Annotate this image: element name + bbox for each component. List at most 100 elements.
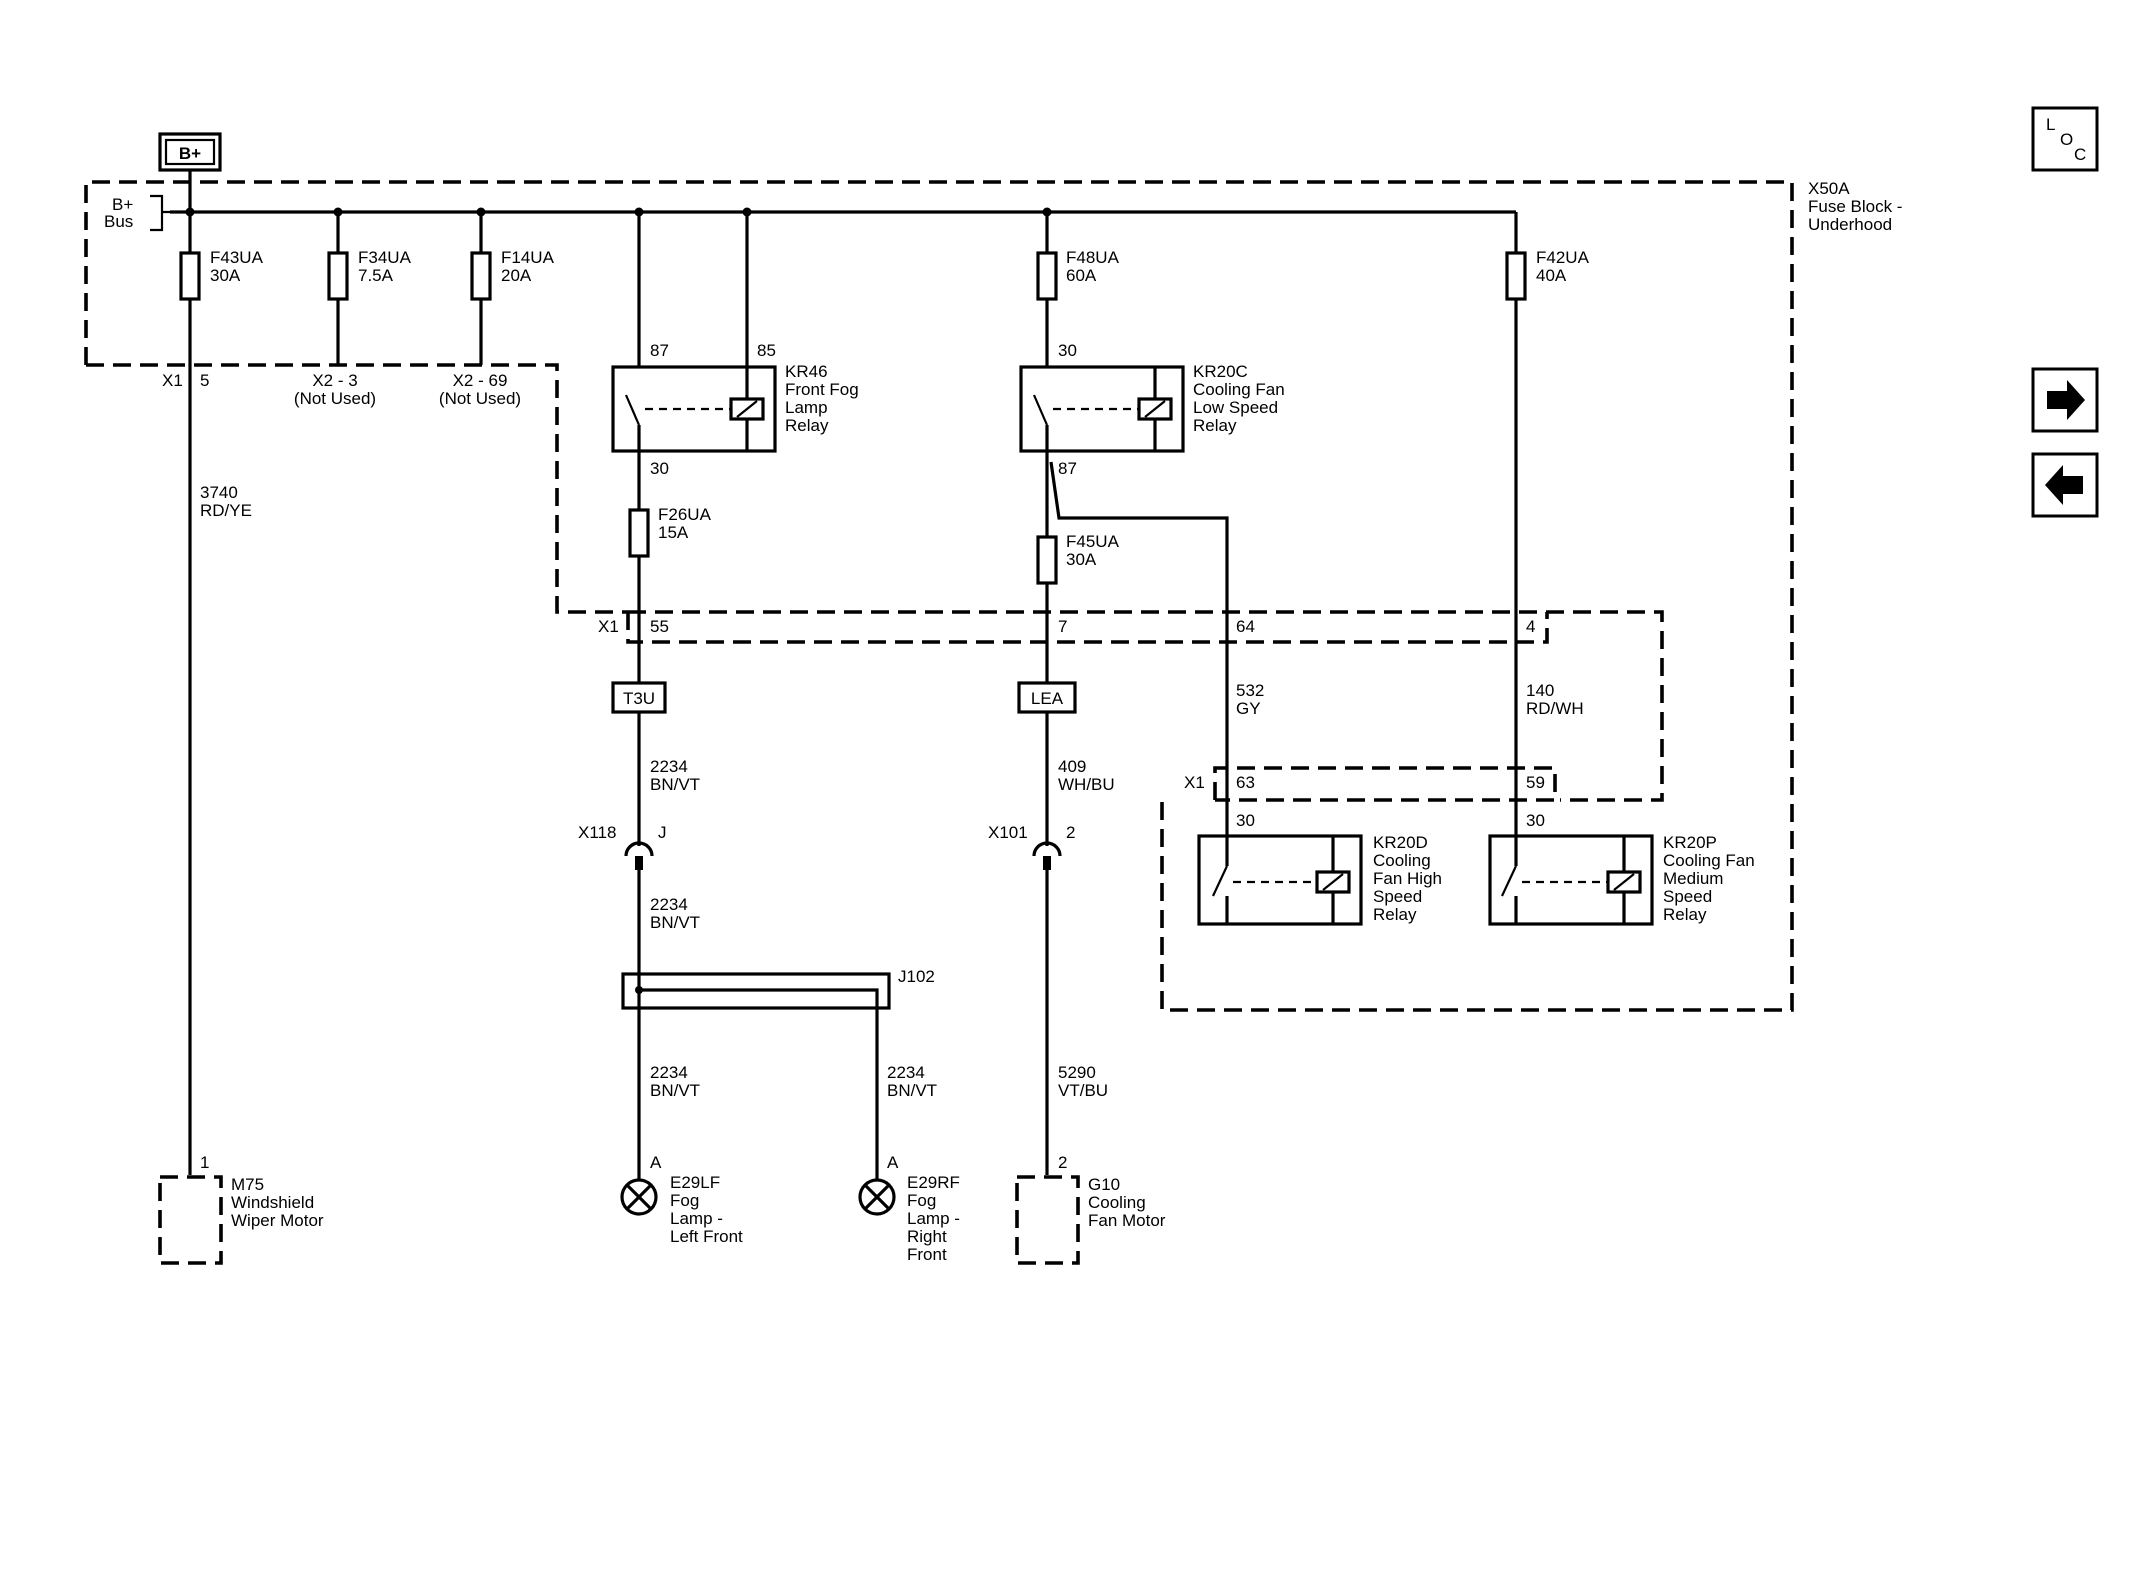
splice-j102	[621, 972, 891, 1180]
wire-3740-number: 3740	[200, 483, 238, 502]
diagram-label: X118	[578, 823, 616, 842]
relay-kr20p	[1488, 834, 1654, 926]
diagram-label: 5	[200, 371, 209, 390]
diagram-label: Relay	[1663, 905, 1707, 924]
diagram-label: KR20D	[1373, 833, 1428, 852]
fuse-f45ua	[1036, 535, 1058, 585]
diagram-label: 532	[1236, 681, 1264, 700]
diagram-label: C	[2074, 145, 2086, 164]
diagram-label: 7	[1058, 617, 1067, 636]
diagram-label: X1	[1184, 773, 1205, 792]
inline-label-lea: LEA	[1017, 681, 1077, 714]
diagram-label: (Not Used)	[439, 389, 521, 408]
diagram-label: F14UA	[501, 248, 555, 267]
previous-page-button[interactable]	[2031, 452, 2099, 518]
diagram-label: GY	[1236, 699, 1261, 718]
diagram-label: 30	[1526, 811, 1545, 830]
diagram-label: 64	[1236, 617, 1255, 636]
diagram-label: O	[2060, 130, 2073, 149]
diagram-label: T3U	[623, 689, 655, 708]
diagram-label: 2	[1058, 1153, 1067, 1172]
diagram-label: BN/VT	[650, 1081, 700, 1100]
wire-2234-number: 2234	[650, 757, 688, 776]
wire-segment	[1049, 461, 1229, 836]
fuse-block-outline	[84, 180, 1794, 1012]
diagram-label: 30A	[210, 266, 241, 285]
diagram-label: VT/BU	[1058, 1081, 1108, 1100]
diagram-label: F42UA	[1536, 248, 1590, 267]
arrow-left-icon	[2045, 465, 2083, 505]
diagram-label: B+	[112, 195, 133, 214]
diagram-label: Fog	[670, 1191, 699, 1210]
arrow-right-icon	[2047, 380, 2085, 420]
diagram-label: 409	[1058, 757, 1086, 776]
fuse-block-label: X50A	[1808, 179, 1850, 198]
diagram-label: Speed	[1663, 887, 1712, 906]
diagram-label: Lamp	[785, 398, 828, 417]
diagram-label: L	[2046, 115, 2055, 134]
diagram-label: Lamp -	[907, 1209, 960, 1228]
diagram-label: 20A	[501, 266, 532, 285]
next-page-button[interactable]	[2031, 367, 2099, 433]
relay-kr20c	[1019, 365, 1185, 453]
diagram-label: J	[658, 823, 667, 842]
diagram-label: 30	[1236, 811, 1255, 830]
diagram-label: Fan High	[1373, 869, 1442, 888]
diagram-label: 63	[1236, 773, 1255, 792]
diagram-label: 87	[650, 341, 669, 360]
diagram-label: F34UA	[358, 248, 412, 267]
diagram-label: 7.5A	[358, 266, 394, 285]
diagram-label: Left Front	[670, 1227, 743, 1246]
diagram-label: X1	[162, 371, 183, 390]
component-g10	[1015, 1175, 1080, 1265]
diagram-label: Right	[907, 1227, 947, 1246]
component-m75	[158, 1175, 223, 1265]
relay-kr46	[611, 365, 777, 453]
diagram-label: Relay	[1193, 416, 1237, 435]
diagram-label: 30A	[1066, 550, 1097, 569]
fog-lamp-left-front	[620, 1178, 658, 1216]
diagram-label: RD/WH	[1526, 699, 1584, 718]
diagram-label: 140	[1526, 681, 1554, 700]
diagram-label: LEA	[1031, 689, 1064, 708]
diagram-label: E29RF	[907, 1173, 960, 1192]
diagram-label: X1	[598, 617, 619, 636]
diagram-label: F45UA	[1066, 532, 1120, 551]
diagram-label: Cooling Fan	[1663, 851, 1755, 870]
locator-button[interactable]: L O C	[2031, 106, 2099, 172]
diagram-label: F43UA	[210, 248, 264, 267]
diagram-label: Windshield	[231, 1193, 314, 1212]
connector-x118	[624, 841, 654, 870]
diagram-label: Fan Motor	[1088, 1211, 1166, 1230]
diagram-label: BN/VT	[887, 1081, 937, 1100]
fuse-f42ua	[1505, 251, 1527, 301]
diagram-label: A	[650, 1153, 662, 1172]
diagram-label: F26UA	[658, 505, 712, 524]
diagram-label: Relay	[1373, 905, 1417, 924]
diagram-label: 1	[200, 1153, 209, 1172]
diagram-label: WH/BU	[1058, 775, 1115, 794]
diagram-label: Cooling	[1373, 851, 1431, 870]
inline-label-t3u: T3U	[611, 681, 667, 714]
battery-positive-source: B+	[158, 132, 222, 172]
wire-3740-color: RD/YE	[200, 501, 252, 520]
diagram-label: A	[887, 1153, 899, 1172]
diagram-label: 60A	[1066, 266, 1097, 285]
diagram-label: F48UA	[1066, 248, 1120, 267]
diagram-label: Fuse Block -	[1808, 197, 1902, 216]
connector-x1-low	[1213, 766, 1557, 802]
diagram-label: 30	[650, 459, 669, 478]
b-plus-bus: B+ Bus	[104, 194, 1516, 232]
diagram-label: 15A	[658, 523, 689, 542]
diagram-label: M75	[231, 1175, 264, 1194]
fog-lamp-right-front	[858, 1178, 896, 1216]
diagram-label: X2 - 3	[312, 371, 357, 390]
diagram-label: Front	[907, 1245, 947, 1264]
fuse-f43ua	[179, 251, 201, 301]
diagram-label: Underhood	[1808, 215, 1892, 234]
diagram-label: 30	[1058, 341, 1077, 360]
diagram-label: KR46	[785, 362, 828, 381]
fuse-f34ua	[327, 251, 349, 301]
diagram-label: Speed	[1373, 887, 1422, 906]
diagram-label: BN/VT	[650, 913, 700, 932]
